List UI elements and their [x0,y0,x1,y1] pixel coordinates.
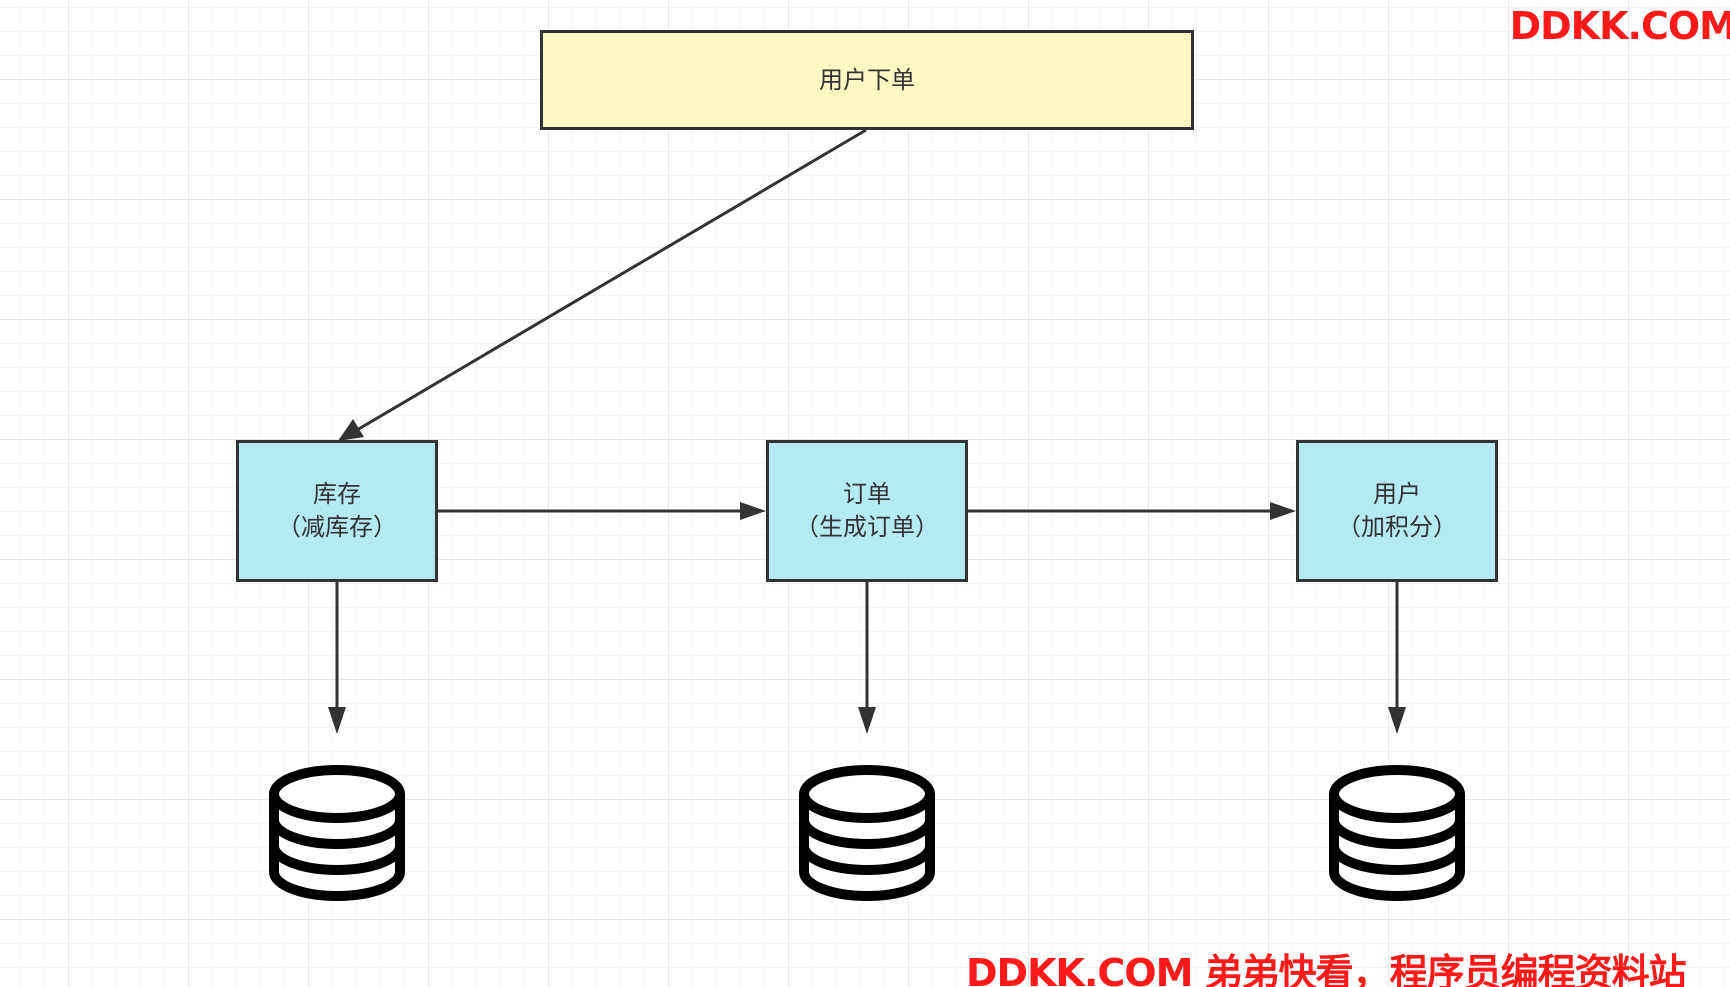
arrowhead-db-order [858,707,876,734]
watermark-top: DDKK.COM [1509,4,1730,48]
database-icon[interactable] [1328,764,1466,904]
arrowhead-user [1270,502,1296,520]
watermark-bottom: DDKK.COM 弟弟快看，程序员编程资料站 [966,951,1687,987]
arrowhead-db-inventory [328,707,346,734]
node-user[interactable]: 用户 （加积分） [1296,440,1498,582]
arrowhead-db-user [1388,707,1406,734]
node-subtitle: （加积分） [1337,513,1457,541]
database-icon[interactable] [268,764,406,904]
node-subtitle: （减库存） [277,513,397,541]
node-inventory[interactable]: 库存 （减库存） [236,440,438,582]
node-title: 库存 [313,480,361,508]
node-title: 用户 [1373,480,1421,508]
arrowhead-order [740,502,766,520]
edge-order-entry-to-inventory [339,128,867,442]
database-icon[interactable] [798,764,936,904]
node-label: 用户下单 [819,65,915,94]
arrowhead-inventory [338,419,364,441]
node-user-place-order[interactable]: 用户下单 [540,30,1194,130]
node-title: 订单 [843,480,891,508]
node-subtitle: （生成订单） [795,513,939,541]
node-order[interactable]: 订单 （生成订单） [766,440,968,582]
